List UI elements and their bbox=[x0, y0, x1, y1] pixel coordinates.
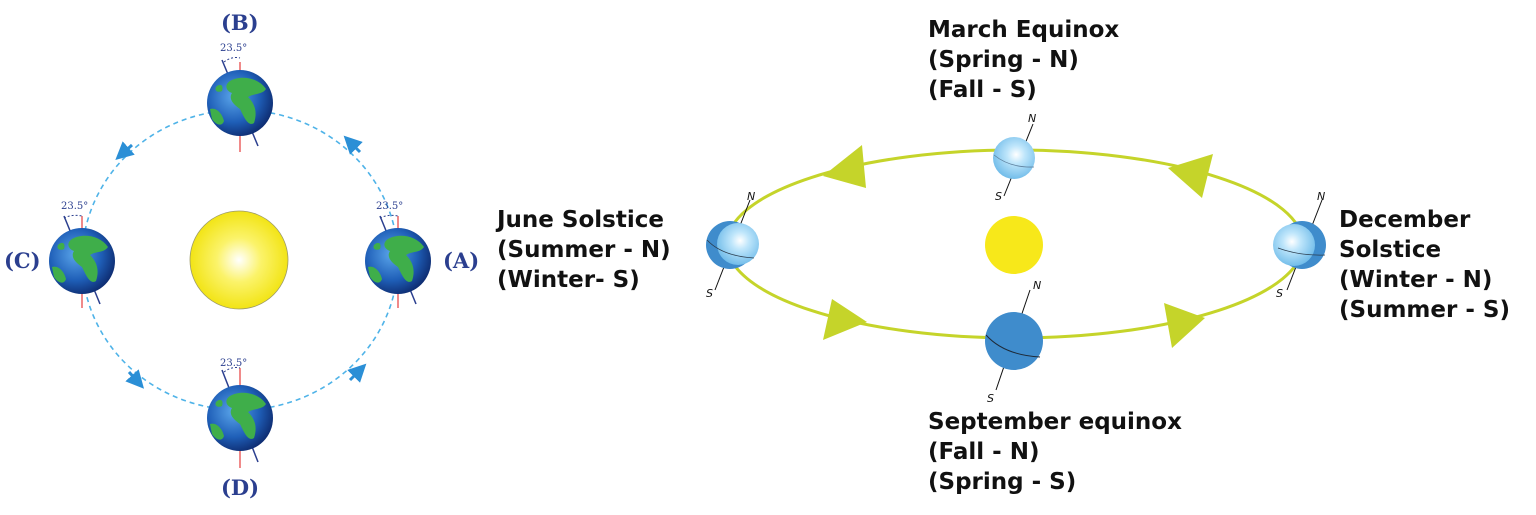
arrow-icon bbox=[125, 369, 145, 389]
june-solstice-label: June Solstice (Summer - N) (Winter- S) bbox=[497, 205, 671, 295]
arrow-icon bbox=[115, 141, 135, 161]
south-label: S bbox=[1276, 287, 1283, 300]
earth-position-c bbox=[49, 214, 115, 308]
position-label-a: (A) bbox=[443, 248, 480, 273]
label-line: (Spring - S) bbox=[928, 469, 1077, 495]
earth-june-solstice: N S bbox=[706, 190, 759, 300]
label-line: (Spring - N) bbox=[928, 47, 1079, 73]
south-label: S bbox=[706, 287, 713, 300]
label-line: September equinox bbox=[928, 409, 1182, 435]
north-label: N bbox=[1028, 112, 1036, 125]
orbit-direction-arrows bbox=[115, 135, 367, 389]
label-line: (Fall - S) bbox=[928, 77, 1037, 103]
tilt-angle-label: 23.5° bbox=[376, 201, 404, 212]
orbit-arrow-icon bbox=[823, 299, 867, 340]
march-equinox-label: March Equinox (Spring - N) (Fall - S) bbox=[928, 15, 1119, 105]
north-label: N bbox=[1033, 279, 1041, 292]
label-line: (Winter- S) bbox=[497, 267, 640, 293]
arrow-icon bbox=[343, 135, 363, 155]
north-label: N bbox=[747, 190, 755, 203]
december-solstice-label: December Solstice (Winter - N) (Summer -… bbox=[1339, 205, 1510, 325]
label-line: (Fall - N) bbox=[928, 439, 1040, 465]
tilt-angle-label: 23.5° bbox=[61, 201, 89, 212]
september-equinox-label: September equinox (Fall - N) (Spring - S… bbox=[928, 407, 1182, 497]
orbit-arrow-icon bbox=[823, 145, 866, 188]
label-line: Solstice bbox=[1339, 237, 1442, 263]
position-label-c: (C) bbox=[4, 248, 41, 273]
sun-icon bbox=[985, 216, 1043, 274]
label-line: (Winter - N) bbox=[1339, 267, 1493, 293]
label-line: (Summer - S) bbox=[1339, 297, 1510, 323]
earth-position-d bbox=[207, 367, 273, 468]
earth-position-b bbox=[207, 57, 273, 152]
earth-december-solstice: N S bbox=[1273, 190, 1326, 300]
label-line: December bbox=[1339, 207, 1471, 233]
earth-september-equinox: N S bbox=[985, 279, 1043, 405]
orbit-arrow-icon bbox=[1168, 154, 1213, 198]
tilt-angle-label: 23.5° bbox=[220, 43, 248, 54]
north-label: N bbox=[1317, 190, 1325, 203]
label-line: June Solstice bbox=[497, 207, 664, 233]
label-line: (Summer - N) bbox=[497, 237, 671, 263]
sun-icon bbox=[189, 210, 289, 310]
label-line: March Equinox bbox=[928, 17, 1120, 43]
position-label-b: (B) bbox=[221, 10, 259, 35]
tilt-angle-label: 23.5° bbox=[220, 358, 248, 369]
south-label: S bbox=[987, 392, 994, 405]
south-label: S bbox=[995, 190, 1002, 203]
orbit-arrow-icon bbox=[1164, 303, 1205, 348]
earth-march-equinox: N S bbox=[993, 112, 1036, 203]
arrow-icon bbox=[347, 363, 367, 383]
earth-position-a bbox=[365, 214, 431, 308]
position-label-d: (D) bbox=[221, 475, 260, 500]
